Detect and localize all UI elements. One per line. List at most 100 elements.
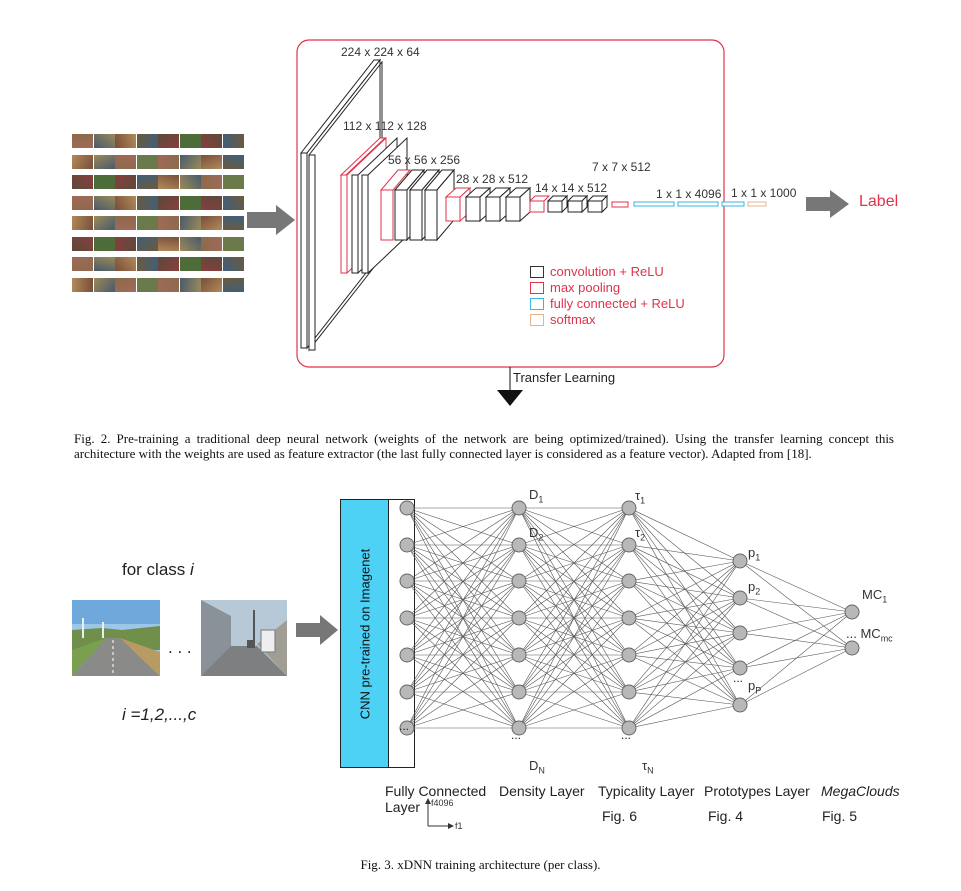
- label-d2: D2: [529, 525, 543, 543]
- layer-ref-prototypes: Fig. 4: [708, 808, 744, 824]
- network-edge: [518, 507, 630, 619]
- network-edge: [628, 667, 741, 693]
- imagenet-thumbnail: [136, 257, 158, 271]
- network-edge: [739, 560, 853, 613]
- imagenet-thumbnail: [179, 236, 201, 251]
- network-edge: [518, 580, 630, 729]
- imagenet-thumbnail: [222, 195, 244, 210]
- cnn-pretrained-label: CNN pre-trained on Imagenet: [357, 548, 373, 720]
- conv-56-block: [379, 168, 456, 242]
- network-edge: [628, 580, 741, 669]
- imagenet-thumbnail: [201, 175, 222, 189]
- imagenet-thumbnail: [158, 175, 179, 189]
- imagenet-thumbnail: [158, 257, 179, 271]
- network-edge: [406, 507, 520, 546]
- label-p1-sub: 1: [755, 552, 761, 563]
- legend-item-conv: convolution + ReLU: [530, 264, 664, 279]
- imagenet-thumbnail: [201, 216, 222, 230]
- label-tn-sub: N: [647, 765, 654, 776]
- network-edge: [739, 597, 853, 649]
- network-edge: [406, 617, 520, 729]
- imagenet-thumbnail: [201, 134, 222, 148]
- label-d1-main: D: [529, 487, 539, 502]
- network-edge: [628, 544, 741, 634]
- network-edge: [628, 560, 741, 693]
- label-pp-main: p: [748, 678, 756, 693]
- output-arrow: [806, 190, 849, 218]
- network-edges: [406, 507, 853, 729]
- network-edge: [628, 560, 741, 656]
- layer-name-density: Density Layer: [499, 783, 585, 799]
- label-mcmc: ... MCmc: [846, 626, 893, 644]
- class-range-label: i =1,2,...,c: [122, 705, 196, 725]
- network-edge: [739, 611, 853, 669]
- network-edge: [518, 654, 630, 693]
- label-p2: p2: [748, 579, 760, 597]
- photo-ellipsis: . . .: [168, 638, 192, 657]
- label-mc1-sub: 1: [882, 594, 888, 605]
- layer-name-megaclouds: MegaClouds: [821, 783, 900, 799]
- legend-label: fully connected + ReLU: [550, 296, 685, 311]
- node-fc: [399, 720, 415, 736]
- network-edge: [518, 654, 630, 729]
- network-edge: [628, 632, 741, 693]
- network-edge: [518, 691, 630, 729]
- label-p1-main: p: [748, 545, 756, 560]
- imagenet-thumbnail: [158, 154, 179, 169]
- legend-swatch-conv: [530, 265, 544, 278]
- network-edge: [518, 507, 630, 582]
- network-edge: [406, 691, 520, 729]
- network-edge: [628, 654, 741, 669]
- node-typ: [621, 684, 637, 700]
- node-fc: [399, 573, 415, 589]
- class-range-var: i: [122, 705, 126, 724]
- label-d2-main: D: [529, 525, 539, 540]
- label-pp: pP: [748, 678, 761, 696]
- imagenet-thumbnail: [93, 154, 115, 169]
- imagenet-thumbnail: [222, 257, 244, 271]
- legend-label: softmax: [550, 312, 596, 327]
- imagenet-thumbnail: [136, 175, 158, 189]
- xdnn-network: ............: [399, 500, 860, 742]
- imagenet-thumbnail: [72, 277, 93, 292]
- for-class-var: i: [190, 560, 194, 579]
- node-mc: [844, 604, 860, 620]
- label-d1-sub: 1: [538, 494, 544, 505]
- imagenet-thumbnail: [179, 175, 201, 189]
- legend-swatch-maxpool: [530, 281, 544, 294]
- network-edge: [739, 647, 853, 669]
- imagenet-thumbnail: [222, 134, 244, 148]
- network-edge: [628, 544, 741, 669]
- network-edge: [406, 507, 520, 729]
- imagenet-thumbnail: [93, 216, 115, 230]
- network-edge: [628, 560, 741, 619]
- node-typ: [621, 573, 637, 589]
- label-pp-sub: P: [755, 685, 762, 696]
- node-proto: [732, 553, 748, 569]
- network-edge: [518, 617, 630, 729]
- conv-28-block: [444, 186, 532, 223]
- label-mcmc-sub: mc: [880, 633, 893, 644]
- imagenet-thumbnail: [115, 236, 136, 251]
- network-edge: [628, 507, 741, 634]
- imagenet-thumbnail: [115, 154, 136, 169]
- label-p2-main: p: [748, 579, 756, 594]
- imagenet-thumbnail: [115, 134, 136, 148]
- label-d2-sub: 2: [538, 532, 544, 543]
- node-fc: [399, 684, 415, 700]
- network-edge: [518, 507, 630, 693]
- network-edge: [628, 667, 741, 729]
- dim-1000: 1 x 1 x 1000: [731, 186, 797, 200]
- dim-4096: 1 x 1 x 4096: [656, 187, 722, 201]
- node-typ: [621, 500, 637, 516]
- node-ellipsis: ...: [733, 671, 743, 685]
- node-fc: [399, 500, 415, 516]
- conv-14-block: [528, 194, 609, 214]
- label-mc-ellipsis: ...: [846, 626, 857, 641]
- legend-item-maxpool: max pooling: [530, 280, 620, 295]
- imagenet-thumbnail: [93, 236, 115, 251]
- imagenet-thumbnail: [93, 257, 115, 271]
- imagenet-thumbnail: [179, 257, 201, 271]
- transfer-learning-label: Transfer Learning: [513, 370, 616, 385]
- imagenet-thumbnail: [93, 277, 115, 292]
